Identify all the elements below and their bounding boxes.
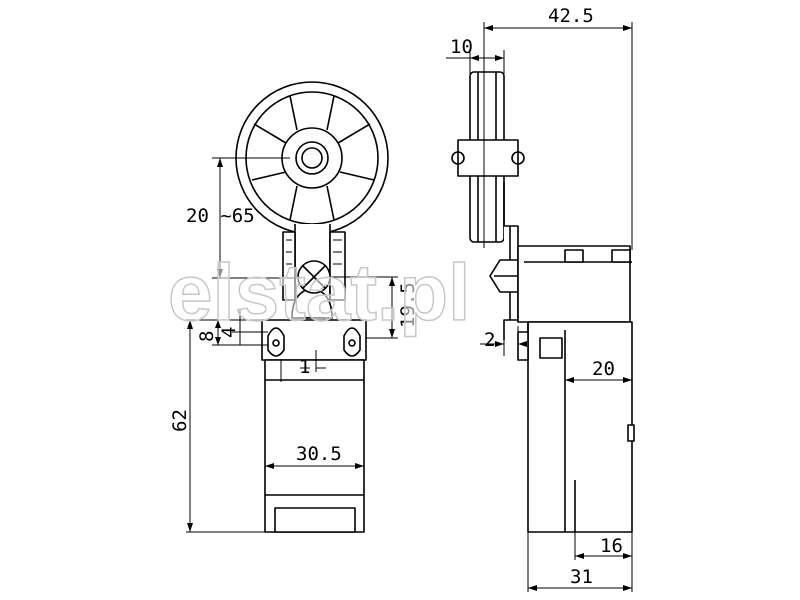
dim-depth-31: 31 xyxy=(570,566,593,588)
dim-wheel-10: 10 xyxy=(450,36,473,58)
dim-depth-16: 16 xyxy=(600,535,623,557)
dim-gap-2: 2 xyxy=(484,329,495,351)
switch-body xyxy=(264,359,365,533)
front-view: 20 ~65 19.5 8 4 1 xyxy=(169,81,419,533)
watermark-text: elstat.pl xyxy=(168,248,470,337)
side-wheel xyxy=(451,71,525,243)
dim-height-62: 62 xyxy=(169,409,191,432)
side-dimensions: 42.5 10 2 20 16 xyxy=(446,5,633,592)
roller-wheel xyxy=(235,81,389,235)
dim-depth-20: 20 xyxy=(592,358,615,380)
dim-width-30-5: 30.5 xyxy=(296,443,342,465)
dim-lever-range: 20 ~65 xyxy=(186,205,255,227)
dim-mount-4: 4 xyxy=(218,327,240,338)
dim-mount-8: 8 xyxy=(196,331,218,342)
side-body xyxy=(517,321,635,533)
side-actuator-shaft xyxy=(489,259,519,293)
dim-offset-1: 1 xyxy=(299,356,310,378)
front-dimensions: 20 ~65 19.5 8 4 1 xyxy=(169,157,419,533)
dim-overall-42-5: 42.5 xyxy=(548,5,594,27)
wheel-spokes xyxy=(251,95,375,221)
mounting-flange xyxy=(261,319,367,361)
dim-height-19-5: 19.5 xyxy=(397,282,419,328)
side-view: 42.5 10 2 20 16 xyxy=(446,5,635,592)
side-head xyxy=(517,245,632,323)
